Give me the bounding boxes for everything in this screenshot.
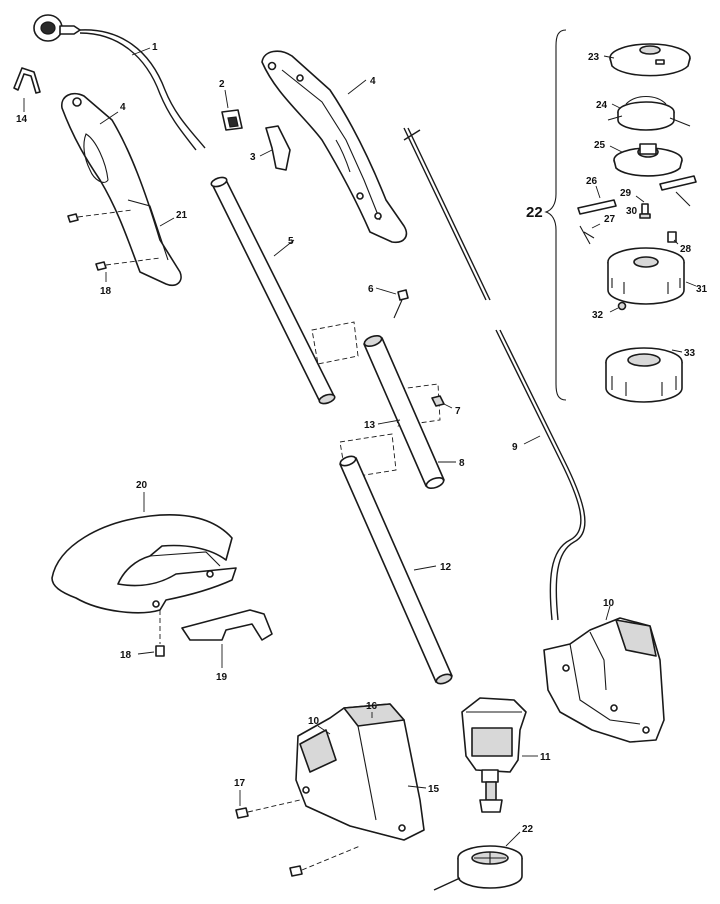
group-bracket-22 — [544, 29, 567, 401]
callout-8: 8 — [459, 458, 465, 469]
part-power-cord — [33, 14, 206, 151]
part-screws-handle — [67, 209, 175, 282]
part-lower-tube — [339, 455, 453, 685]
callout-7: 7 — [455, 406, 461, 417]
part-housing-right — [543, 605, 665, 743]
callout-10-left: 10 — [308, 716, 320, 727]
callout-32: 32 — [592, 310, 604, 321]
callout-13: 13 — [364, 420, 376, 431]
part-screw-6 — [375, 287, 409, 319]
part-cap — [603, 43, 691, 77]
callout-18-lower: 18 — [120, 650, 132, 661]
callout-4-right: 4 — [370, 76, 376, 87]
part-line-spool — [607, 95, 691, 131]
part-handle-left — [61, 92, 182, 287]
callout-25: 25 — [594, 140, 606, 151]
part-small-nut — [609, 301, 627, 313]
callout-28: 28 — [680, 244, 692, 255]
callout-11: 11 — [540, 752, 551, 763]
callout-6: 6 — [368, 284, 374, 295]
part-upper-tube — [210, 176, 336, 405]
part-motor — [461, 697, 538, 813]
part-guard-bracket — [181, 609, 273, 668]
callout-10-right: 10 — [603, 598, 615, 609]
callout-21: 21 — [176, 210, 188, 221]
callout-4-left: 4 — [120, 102, 126, 113]
callout-24: 24 — [596, 100, 608, 111]
callout-29: 29 — [620, 188, 632, 199]
callout-19: 19 — [216, 672, 228, 683]
part-guard — [51, 492, 237, 614]
callout-17: 17 — [234, 778, 246, 789]
callout-22-spool: 22 — [522, 824, 534, 835]
callout-33: 33 — [684, 348, 696, 359]
part-small-hardware — [577, 175, 697, 245]
part-handle-right — [261, 50, 408, 244]
part-switch — [221, 89, 243, 131]
callout-9: 9 — [512, 442, 518, 453]
part-housing-left — [295, 703, 427, 841]
part-spool-assembly — [433, 831, 523, 891]
part-complete-head — [605, 347, 683, 403]
part-spool-housing — [607, 247, 697, 305]
callout-2: 2 — [219, 79, 225, 90]
part-screw-guard — [137, 610, 165, 657]
callout-20: 20 — [136, 480, 148, 491]
part-drive-cable — [403, 127, 586, 621]
callout-22-group: 22 — [526, 204, 543, 221]
callout-30: 30 — [626, 206, 638, 217]
callout-23: 23 — [588, 52, 600, 63]
callout-31: 31 — [696, 284, 708, 295]
part-hub — [609, 143, 683, 177]
callout-5: 5 — [288, 236, 294, 247]
callout-1: 1 — [152, 42, 158, 53]
callout-14: 14 — [16, 114, 28, 125]
callout-12: 12 — [440, 562, 452, 573]
callout-26: 26 — [586, 176, 598, 187]
callout-27: 27 — [604, 214, 616, 225]
callout-18-upper: 18 — [100, 286, 112, 297]
part-nut — [431, 395, 453, 409]
alignment-box-lower — [339, 433, 397, 479]
callout-15: 15 — [428, 784, 440, 795]
part-screws-housing — [235, 790, 361, 877]
part-trigger — [259, 125, 291, 171]
alignment-box-upper — [311, 321, 359, 365]
part-middle-tube — [363, 334, 445, 490]
part-clip — [13, 67, 41, 112]
callout-3: 3 — [250, 152, 256, 163]
callout-labels: 1 2 3 4 4 5 6 7 8 9 10 10 11 12 13 14 15… — [16, 42, 708, 835]
callout-16: 16 — [366, 701, 378, 712]
